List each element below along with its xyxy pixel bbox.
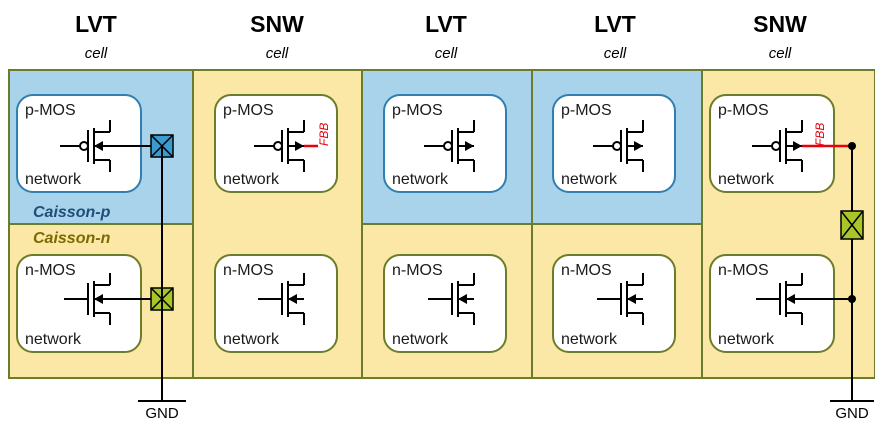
network-label: network (25, 331, 82, 348)
pmos-network-col-1: p-MOS network (16, 94, 162, 193)
gnd-label-left: GND (145, 405, 179, 422)
cell-col-2: p-MOS network FBB n-MOS network (214, 94, 338, 353)
nmos-label: n-MOS (25, 262, 76, 279)
col-5-type: SNW (753, 11, 807, 37)
nmos-network-col-5: n-MOS network (709, 254, 852, 353)
gnd-label-right: GND (835, 405, 869, 422)
network-box (383, 254, 507, 353)
pmos-label: p-MOS (561, 102, 612, 119)
network-label: network (718, 171, 775, 188)
nmos-network-col-4: n-MOS network (552, 254, 676, 353)
cell-col-1: p-MOS network n-MOS network (16, 94, 186, 422)
nmos-network-col-2: n-MOS network (214, 254, 338, 353)
cell-col-3: p-MOS network n-MOS network (383, 94, 507, 353)
col-2-type: SNW (250, 11, 304, 37)
nmos-network-col-1: n-MOS network (16, 254, 162, 353)
column-headers: LVT cell SNW cell LVT cell LVT cell SNW … (75, 11, 807, 62)
col-3-sub: cell (435, 45, 458, 62)
nmos-transistor-symbol (258, 273, 305, 325)
network-box (214, 254, 338, 353)
pmos-network-col-5: p-MOS network FBB (709, 94, 852, 193)
network-label: network (718, 331, 775, 348)
nmos-transistor-symbol (597, 273, 644, 325)
network-label: network (25, 171, 82, 188)
col-5-sub: cell (769, 45, 792, 62)
nmos-transistor-symbol (428, 273, 475, 325)
pmos-label: p-MOS (223, 102, 274, 119)
col-3-type: LVT (425, 11, 467, 37)
nmos-label: n-MOS (718, 262, 769, 279)
col-4-sub: cell (604, 45, 627, 62)
pmos-network-col-3: p-MOS network (383, 94, 507, 193)
fbb-label: FBB (317, 123, 331, 146)
network-label: network (561, 171, 618, 188)
network-label: network (561, 331, 618, 348)
network-label: network (392, 171, 449, 188)
nmos-label: n-MOS (561, 262, 612, 279)
col-2-sub: cell (266, 45, 289, 62)
network-box (552, 254, 676, 353)
pmos-label: p-MOS (718, 102, 769, 119)
pmos-transistor-symbol (752, 120, 803, 172)
col-1-sub: cell (85, 45, 108, 62)
caisson-p-label: Caisson-p (33, 204, 111, 221)
nmos-transistor-symbol (756, 273, 852, 325)
pmos-transistor-symbol (424, 120, 475, 172)
nmos-label: n-MOS (392, 262, 443, 279)
col-1-type: LVT (75, 11, 117, 37)
network-label: network (223, 331, 280, 348)
nmos-network-col-3: n-MOS network (383, 254, 507, 353)
pmos-network-col-4: p-MOS network (552, 94, 676, 193)
pmos-transistor-symbol (254, 120, 305, 172)
pmos-transistor-symbol (593, 120, 644, 172)
pmos-network-col-2: p-MOS network FBB (214, 94, 338, 193)
n-well-contact-right (840, 210, 864, 240)
cell-col-4: p-MOS network n-MOS network (552, 94, 676, 353)
junction-dot-top (848, 142, 856, 150)
cell-col-5: p-MOS network FBB n-MOS network (709, 94, 874, 422)
junction-dot-bottom (848, 295, 856, 303)
fbb-label: FBB (813, 123, 827, 146)
pmos-label: p-MOS (25, 102, 76, 119)
nmos-label: n-MOS (223, 262, 274, 279)
col-4-type: LVT (594, 11, 636, 37)
network-label: network (223, 171, 280, 188)
pmos-label: p-MOS (392, 102, 443, 119)
caisson-n-label: Caisson-n (33, 230, 111, 247)
network-label: network (392, 331, 449, 348)
